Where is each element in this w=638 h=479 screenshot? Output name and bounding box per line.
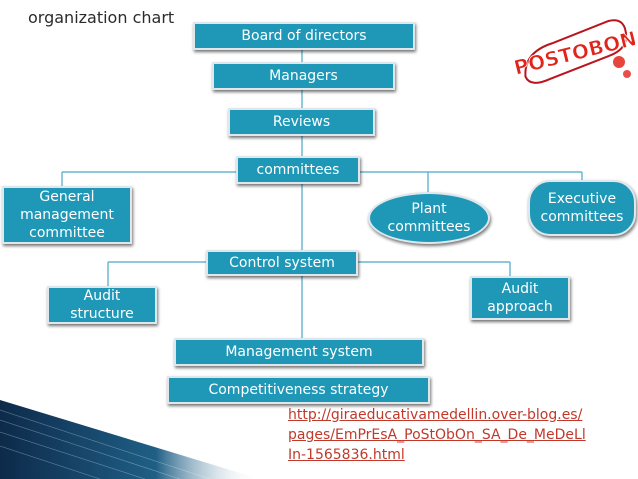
source-link[interactable]: http://giraeducativamedellin.over-blog.e…: [288, 407, 586, 463]
committees-box: committees: [236, 156, 360, 184]
executive-committees-box: Executive committees: [528, 180, 636, 236]
control-system-box: Control system: [206, 250, 358, 276]
reviews-box: Reviews: [228, 108, 375, 136]
audit-approach-box: Audit approach: [470, 276, 570, 320]
competitiveness-strategy-box: Competitiveness strategy: [167, 376, 430, 404]
postobon-logo: POSTOBON: [515, 19, 635, 84]
board-of-directors-box: Board of directors: [193, 22, 415, 50]
chart-title: organization chart: [28, 8, 175, 27]
audit-structure-box: Audit structure: [47, 286, 157, 324]
plant-committees-box: Plant committees: [368, 192, 490, 244]
managers-box: Managers: [212, 62, 395, 90]
decorative-wedge: [0, 400, 260, 479]
general-management-committee-box: General management committee: [2, 186, 132, 244]
management-system-box: Management system: [174, 338, 424, 366]
